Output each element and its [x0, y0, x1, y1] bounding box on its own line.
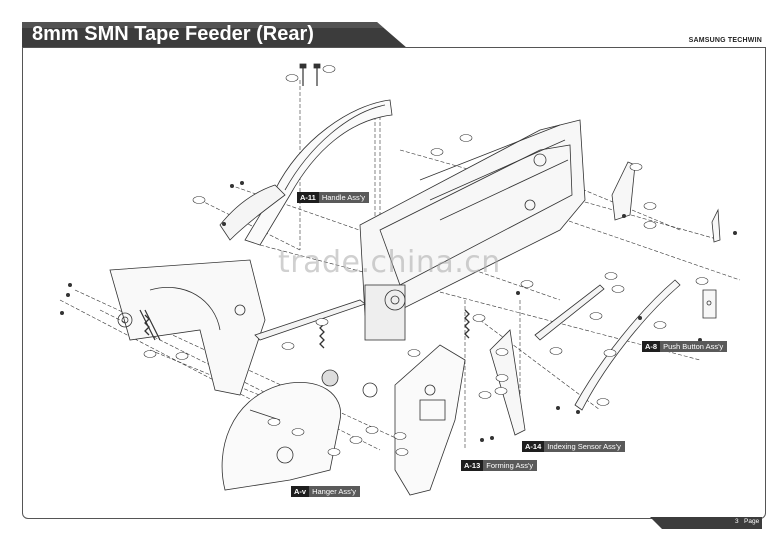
footer-tab: 3 Page [650, 517, 762, 529]
page-label: Page [744, 518, 760, 525]
page-title: 8mm SMN Tape Feeder (Rear) [32, 23, 314, 45]
fasteners [60, 181, 737, 442]
left-plate-part [109, 259, 266, 396]
right-brackets [611, 161, 721, 319]
page-number: 3 [735, 518, 739, 525]
title-tab: 8mm SMN Tape Feeder (Rear) [22, 22, 407, 48]
assembly-name: Indexing Sensor Ass'y [547, 442, 621, 451]
assembly-name: Forming Ass'y [486, 461, 534, 470]
assembly-code: A-14 [522, 441, 545, 452]
assembly-name: Hanger Ass'y [312, 487, 357, 496]
assembly-name: Push Button Ass'y [663, 342, 724, 351]
hanger-plate-part [221, 369, 342, 491]
assembly-code: A-8 [642, 341, 661, 352]
handle-part [219, 99, 393, 246]
shafts [254, 279, 681, 436]
assembly-name: Handle Ass'y [321, 193, 365, 202]
title-tab-shape [22, 22, 407, 48]
footer-tab-shape [650, 517, 762, 529]
rear-frame-part [359, 119, 586, 341]
assembly-code: A-13 [461, 460, 484, 471]
diagram-frame [22, 47, 766, 519]
top-screws [299, 63, 321, 86]
assembly-code: A-11 [297, 192, 319, 203]
forming-plate-part [362, 344, 466, 496]
brand-name: SAMSUNG TECHWIN [688, 37, 762, 44]
assembly-code: A-v [291, 486, 310, 497]
watermark: trade.china.cn [278, 245, 501, 280]
callout-circles [143, 65, 709, 456]
